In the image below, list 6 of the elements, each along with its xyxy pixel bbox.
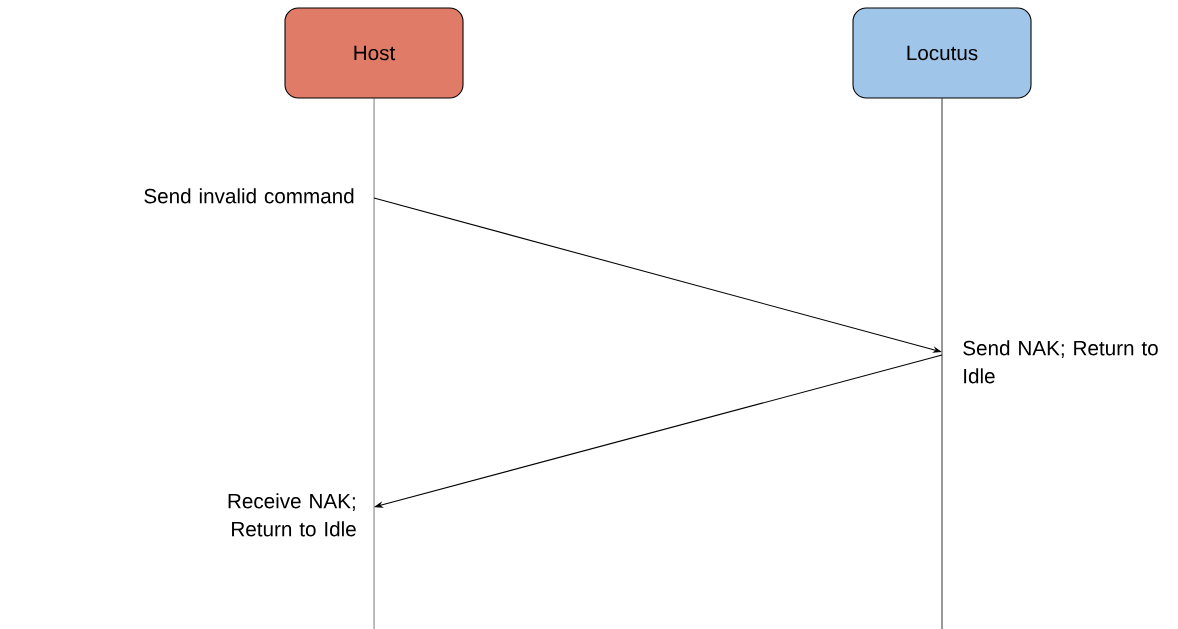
lifeline: [941, 98, 943, 629]
message-text: Send NAK; Return to Idle: [963, 340, 1158, 384]
message-text: Receive NAK; Return to Idle: [228, 493, 356, 537]
participant-box: Locutus: [852, 7, 1032, 99]
message-text: Send invalid command: [144, 188, 354, 204]
participant-box: Host: [284, 7, 464, 99]
